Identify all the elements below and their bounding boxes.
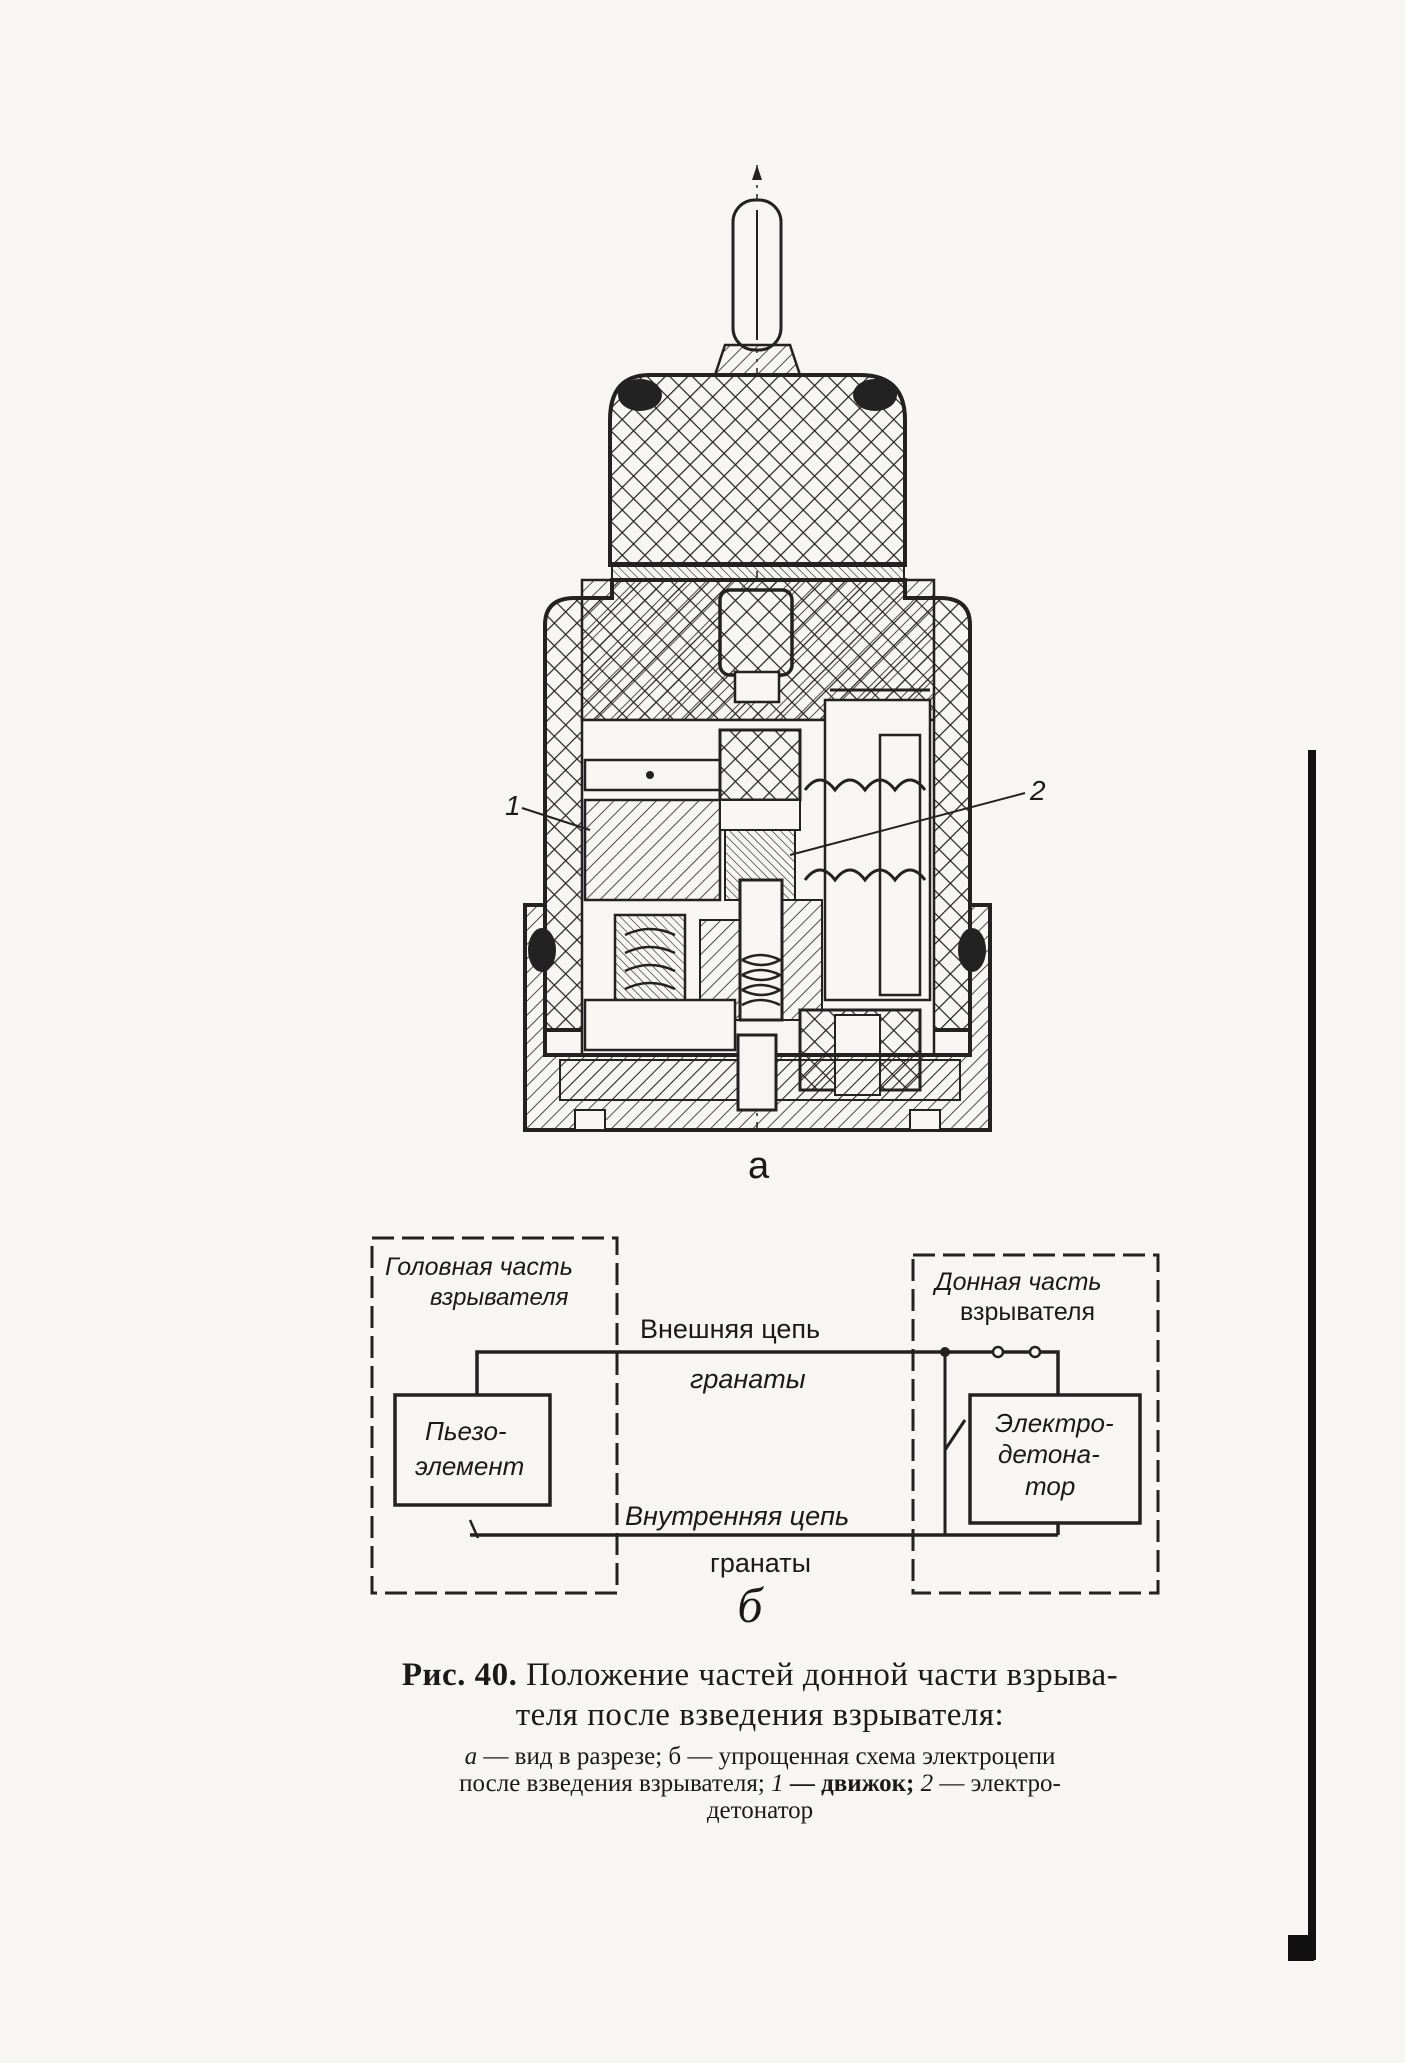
outer-circuit-line2: гранаты	[690, 1364, 806, 1394]
caption-legend: а — вид в разрезе; б — упрощенная схема …	[320, 1743, 1200, 1824]
callout-1: 1	[505, 790, 521, 821]
figure-number: Рис. 40.	[401, 1657, 518, 1693]
page-edge-mark	[1288, 1935, 1314, 1961]
piezo-line2: элемент	[415, 1451, 524, 1481]
legend-1: — движок;	[783, 1770, 921, 1797]
page-edge-bar	[1308, 750, 1316, 1960]
detonator-line2: детона-	[998, 1439, 1100, 1469]
fuze-cross-section: 1 2 а	[505, 165, 1046, 1187]
legend-key-b: б	[668, 1743, 682, 1770]
bottom-part-line2: взрывателя	[960, 1298, 1095, 1326]
legend-2: — электро-	[933, 1770, 1061, 1797]
view-a-label: а	[748, 1145, 770, 1187]
piezo-line1: Пьезо-	[425, 1416, 507, 1446]
outer-circuit-line1: Внешняя цепь	[640, 1314, 820, 1344]
legend-key-a: а	[464, 1743, 478, 1770]
view-b-label: б	[737, 1577, 763, 1633]
legend-key-2: 2	[920, 1770, 934, 1797]
callout-2: 2	[1029, 775, 1046, 806]
caption-title-line2: теля после взведения взрывателя:	[515, 1697, 1005, 1733]
figure-caption: Рис. 40. Положение частей донной части в…	[320, 1655, 1200, 1824]
legend-line2: после взведения взрывателя;	[459, 1770, 772, 1797]
inner-circuit-line2: гранаты	[710, 1548, 811, 1578]
detonator-line1: Электро-	[995, 1408, 1114, 1438]
caption-title: Рис. 40. Положение частей донной части в…	[320, 1655, 1200, 1735]
detonator-line3: тор	[1025, 1471, 1075, 1501]
legend-a: — вид в разрезе;	[477, 1743, 669, 1770]
caption-title-line1: Положение частей донной части взрыва-	[526, 1657, 1119, 1693]
legend-line3: детонатор	[706, 1797, 814, 1824]
legend-key-1: 1	[771, 1770, 784, 1797]
inner-circuit-line1: Внутренняя цепь	[625, 1501, 849, 1531]
head-part-line1: Головная часть	[385, 1253, 573, 1281]
legend-b: — упрощенная схема электроцепи	[681, 1743, 1056, 1770]
bottom-part-line1: Донная часть	[932, 1268, 1102, 1296]
circuit-schematic: Головная часть взрывателя Донная часть в…	[370, 1236, 1160, 1595]
head-part-line2: взрывателя	[430, 1284, 569, 1311]
